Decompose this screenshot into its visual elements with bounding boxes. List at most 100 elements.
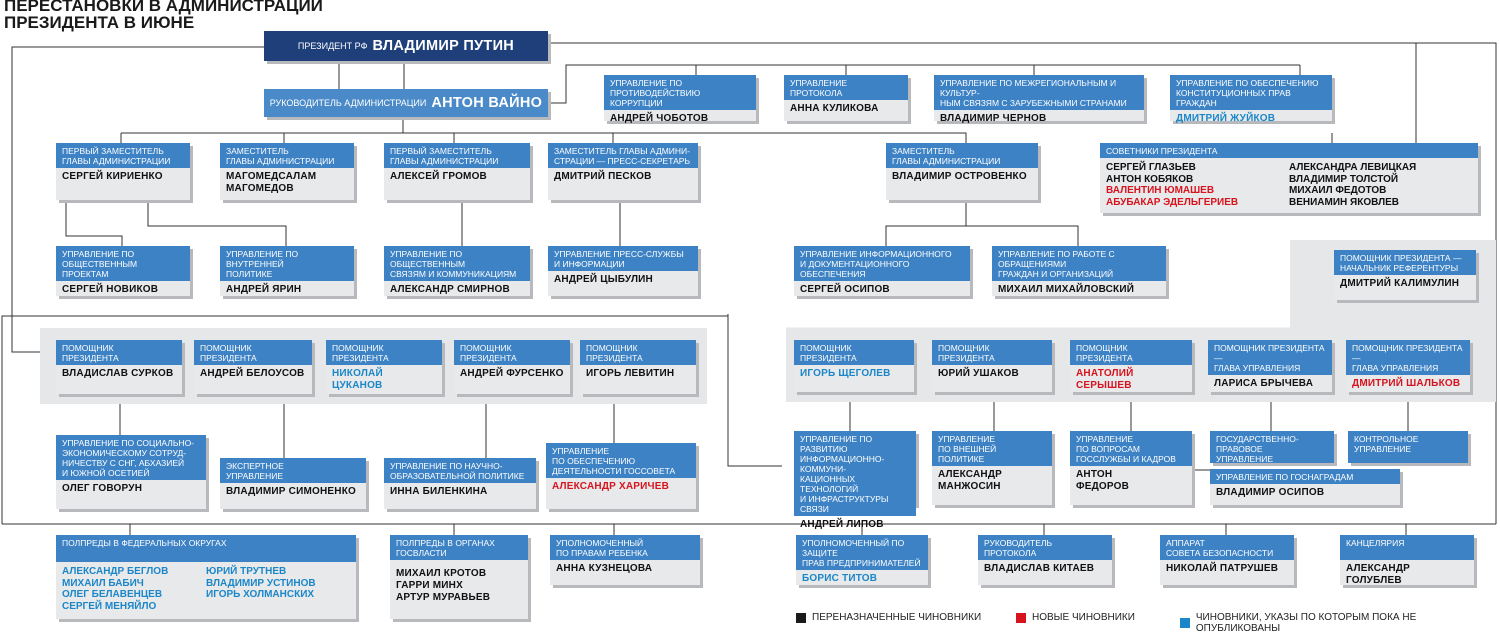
person-name: ВЛАДИСЛАВ СУРКОВ	[62, 368, 174, 379]
envoys-box: ПОЛПРЕДЫ В ФЕДЕРАЛЬНЫХ ОКРУГАХ АЛЕКСАНДР…	[56, 535, 356, 619]
person-name: ДМИТРИЙ ШАЛЬКОВ	[1352, 378, 1461, 389]
person-name: ИГОРЬ ЩЕГОЛЕВ	[800, 368, 891, 379]
person-name: АНДРЕЙ ФУРСЕНКО	[460, 368, 564, 379]
header-line: ГЛАВЫ АДМИНИСТРАЦИИ	[892, 156, 1001, 166]
person-name: АНДРЕЙ ЯРИН	[226, 284, 302, 295]
header-line: УПРАВЛЕНИЕ ПО МЕЖРЕГИОНАЛЬНЫМ И КУЛЬТУР-	[940, 78, 1117, 98]
envoy-name: ЮРИЙ ТРУТНЕВ	[206, 566, 287, 577]
legend-reassigned: ПЕРЕНАЗНАЧЕННЫЕ ЧИНОВНИКИ	[796, 612, 981, 623]
header-line: ЭКОНОМИЧЕСКОМУ СОТРУД-	[62, 448, 187, 458]
header-line: УПРАВЛЕНИЕ	[938, 434, 996, 444]
person-name: ДМИТРИЙ ПЕСКОВ	[554, 171, 652, 182]
person-name: АРТУР МУРАВЬЕВ	[396, 592, 491, 603]
person-name: АЛЕКСЕЙ ГРОМОВ	[390, 171, 487, 182]
envoy-name: ОЛЕГ БЕЛАВЕНЦЕВ	[62, 589, 163, 600]
header-line: ПЕРВЫЙ ЗАМЕСТИТЕЛЬ	[390, 146, 492, 156]
legend-label: ЧИНОВНИКИ, УКАЗЫ ПО КОТОРЫМ ПОКА НЕ ОПУБ…	[1195, 612, 1417, 634]
envoys-header: ПОЛПРЕДЫ В ФЕДЕРАЛЬНЫХ ОКРУГАХ	[56, 535, 356, 562]
header-line: СТРАЦИИ — ПРЕСС-СЕКРЕТАРЬ	[554, 156, 691, 166]
header-line: ПОМОЩНИК	[62, 343, 114, 353]
header-line: ГЛАВА УПРАВЛЕНИЯ	[1352, 363, 1439, 373]
person-name: АНДРЕЙ ЧОБОТОВ	[610, 113, 709, 124]
header-line: ГРАЖДАН И ОРГАНИЗАЦИЙ	[998, 269, 1114, 279]
envoy-name: МИХАИЛ БАБИЧ	[62, 577, 144, 589]
person-name: ВЛАДИМИР ОСИПОВ	[1216, 487, 1325, 498]
header-line: ПРЕЗИДЕНТА	[460, 353, 517, 363]
header-line: УПРАВЛЕНИЕ ПО ОБЩЕСТВЕННЫМ	[390, 249, 466, 269]
header-line: КОНТРОЛЬНОЕ	[1354, 434, 1419, 444]
header-line: НАЧАЛЬНИК РЕФЕРЕНТУРЫ	[1340, 263, 1459, 273]
person-name: АННА КУЗНЕЦОВА	[556, 563, 653, 574]
header-line: ПОМОЩНИК	[938, 343, 990, 353]
person-name: ОЛЕГ ГОВОРУН	[62, 483, 143, 494]
person-name: ВЛАДИМИР ЧЕРНОВ	[940, 113, 1047, 124]
header-line: ПРОТОКОЛА	[984, 548, 1037, 558]
header-line: ГОСВЛАСТИ	[396, 548, 447, 558]
header-line: УПОЛНОМОЧЕННЫЙ ПО ЗАЩИТЕ	[802, 538, 905, 558]
advisor-name: МИХАИЛ ФЕДОТОВ	[1289, 185, 1387, 196]
advisor-name: АЛЕКСАНДРА ЛЕВИЦКАЯ	[1289, 162, 1417, 173]
header-line: УПОЛНОМОЧЕННЫЙ	[556, 538, 644, 548]
header-line: ПРЕЗИДЕНТА	[332, 353, 389, 363]
envoy-name: ИГОРЬ ХОЛМАНСКИХ	[206, 589, 315, 600]
header-line: УПРАВЛЕНИЕ	[226, 471, 284, 481]
header-line: УПРАВЛЕНИЕ ПО РАБОТЕ С ОБРАЩЕНИЯМИ	[998, 249, 1115, 269]
header-line: ЗАМЕСТИТЕЛЬ	[226, 146, 289, 156]
header-line: ОБРАЗОВАТЕЛЬНОЙ ПОЛИТИКЕ	[390, 471, 525, 481]
header-line: ЗАМЕСТИТЕЛЬ ГЛАВЫ АДМИНИ-	[554, 146, 690, 156]
header-line: УПРАВЛЕНИЕ	[1354, 444, 1412, 454]
header-line: И ИНФОРМАЦИИ	[554, 259, 625, 269]
header-line: ПОМОЩНИК ПРЕЗИДЕНТА —	[1340, 253, 1462, 263]
header-line: ПОЛПРЕДЫ В ОРГАНАХ	[396, 538, 495, 548]
header-line: УПРАВЛЕНИЕ	[1076, 434, 1134, 444]
person-name: СЕРГЕЙ ОСИПОВ	[800, 284, 890, 295]
header-line: УПРАВЛЕНИЕ	[1216, 454, 1274, 463]
person-name: ВЛАДИСЛАВ КИТАЕВ	[984, 563, 1095, 574]
legend-new: НОВЫЕ ЧИНОВНИКИ	[1016, 612, 1135, 623]
legend-unpublished: ЧИНОВНИКИ, УКАЗЫ ПО КОТОРЫМ ПОКА НЕ ОПУБ…	[1180, 612, 1500, 634]
person-name: АННА КУЛИКОВА	[790, 103, 879, 114]
deputy-peskov: ЗАМЕСТИТЕЛЬ ГЛАВЫ АДМИНИ-СТРАЦИИ — ПРЕСС…	[548, 143, 698, 200]
header-line: ЭКСПЕРТНОЕ	[226, 461, 284, 471]
aide-shalkov: ПОМОЩНИК ПРЕЗИДЕНТА —ГЛАВА УПРАВЛЕНИЯ ДМ…	[1346, 340, 1470, 392]
dept-interregional-relations: УПРАВЛЕНИЕ ПО МЕЖРЕГИОНАЛЬНЫМ И КУЛЬТУР-…	[934, 75, 1144, 124]
president-role: ПРЕЗИДЕНТ РФ	[297, 41, 368, 51]
header-line: ПОЛИТИКЕ	[226, 269, 273, 279]
person-name: ИННА БИЛЕНКИНА	[390, 486, 488, 497]
header-line: УПРАВЛЕНИЕ ИНФОРМАЦИОННОГО	[800, 249, 952, 259]
person-name: ИГОРЬ ЛЕВИТИН	[586, 368, 675, 379]
envoy-name: СЕРГЕЙ МЕНЯЙЛО	[62, 600, 157, 612]
aide-referentura: ПОМОЩНИК ПРЕЗИДЕНТА —НАЧАЛЬНИК РЕФЕРЕНТУ…	[1334, 250, 1476, 300]
person-name: МИХАИЛ КРОТОВ	[396, 568, 487, 579]
header-line: И ЮЖНОЙ ОСЕТИЕЙ	[62, 468, 150, 478]
header-line: ПРЕЗИДЕНТА	[200, 353, 257, 363]
header-line: ПРЕЗИДЕНТА	[1076, 353, 1133, 363]
header-line: ПРЕЗИДЕНТА	[800, 353, 857, 363]
header-line: ПОМОЩНИК	[460, 343, 512, 353]
dept-cis-cooperation: УПРАВЛЕНИЕ ПО СОЦИАЛЬНО-ЭКОНОМИЧЕСКОМУ С…	[56, 435, 206, 509]
aide-brycheva: ПОМОЩНИК ПРЕЗИДЕНТА —ГЛАВА УПРАВЛЕНИЯ ЛА…	[1208, 340, 1332, 392]
person-name: ДМИТРИЙ ЖУЙКОВ	[1176, 113, 1276, 124]
header-line: ПОМОЩНИК	[586, 343, 638, 353]
